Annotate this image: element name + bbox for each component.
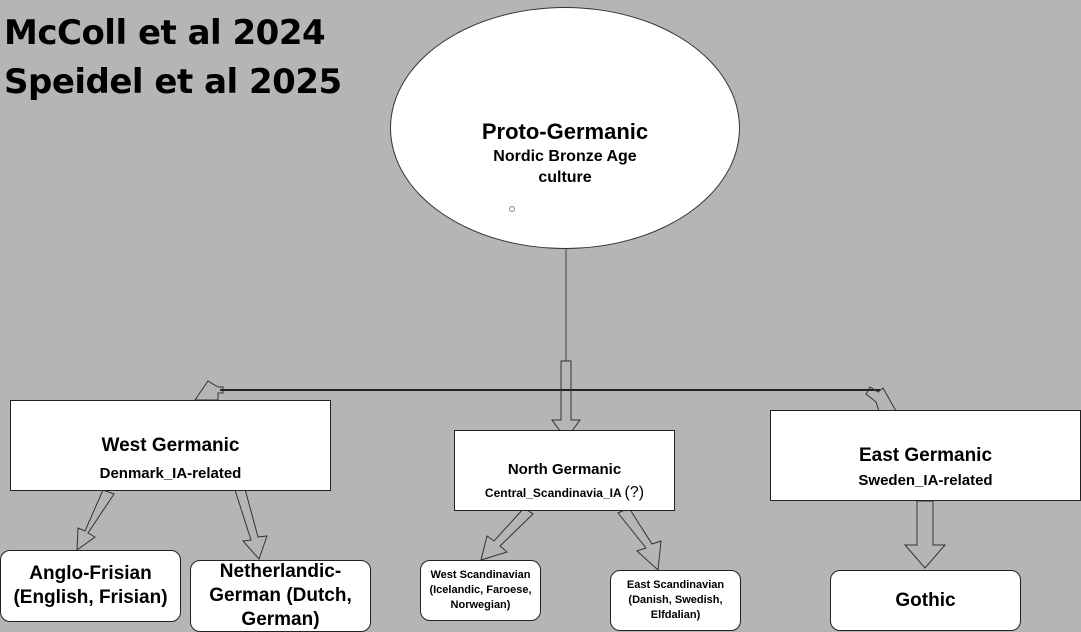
arrow-to-north-germanic xyxy=(551,360,581,440)
west-germanic-node: West Germanic Denmark_IA-related xyxy=(10,400,331,491)
west-germanic-title: West Germanic xyxy=(101,435,240,456)
west-germanic-subtitle: Denmark_IA-related xyxy=(99,465,242,482)
arrow-to-west-scandinavian xyxy=(480,507,534,561)
gothic-label: Gothic xyxy=(895,589,956,611)
east-germanic-title: East Germanic xyxy=(858,445,993,466)
east-germanic-node: East Germanic Sweden_IA-related xyxy=(770,410,1081,501)
gothic-node: Gothic xyxy=(830,570,1021,631)
anglo-frisian-node: Anglo-Frisian (English, Frisian) xyxy=(0,550,181,622)
netherlandic-german-node: Netherlandic-German (Dutch, German) xyxy=(190,560,371,632)
west-scandinavian-label: West Scandinavian (Icelandic, Faroese, N… xyxy=(429,569,532,611)
heading-speidel-2025: Speidel et al 2025 xyxy=(4,62,342,102)
east-scandinavian-label: East Scandinavian (Danish, Swedish, Elfd… xyxy=(626,579,725,621)
netherlandic-german-label: Netherlandic-German (Dutch, German) xyxy=(209,561,352,630)
arrow-to-netherlandic-german xyxy=(234,488,268,560)
arrow-to-gothic xyxy=(903,500,947,569)
heading-mccoll-2024: McColl et al 2024 xyxy=(4,13,326,53)
dot-marker xyxy=(509,206,515,212)
east-germanic-subtitle: Sweden_IA-related xyxy=(858,472,993,489)
east-scandinavian-node: East Scandinavian (Danish, Swedish, Elfd… xyxy=(610,570,741,631)
arrow-to-anglo-frisian xyxy=(76,489,115,552)
north-germanic-title: North Germanic xyxy=(507,461,622,478)
proto-germanic-node: Proto-Germanic Nordic Bronze Age culture xyxy=(390,7,740,249)
arrow-to-west-germanic xyxy=(194,380,224,401)
west-scandinavian-node: West Scandinavian (Icelandic, Faroese, N… xyxy=(420,560,541,621)
north-germanic-subtitle: Central_Scandinavia_IA xyxy=(484,486,622,500)
root-subtitle: Nordic Bronze Age culture xyxy=(493,148,637,186)
root-title: Proto-Germanic xyxy=(481,119,649,144)
north-germanic-node: North Germanic Central_Scandinavia_IA (?… xyxy=(454,430,675,511)
anglo-frisian-label: Anglo-Frisian (English, Frisian) xyxy=(13,563,168,608)
arrow-to-east-scandinavian xyxy=(617,507,662,572)
north-germanic-note: (?) xyxy=(624,484,645,501)
